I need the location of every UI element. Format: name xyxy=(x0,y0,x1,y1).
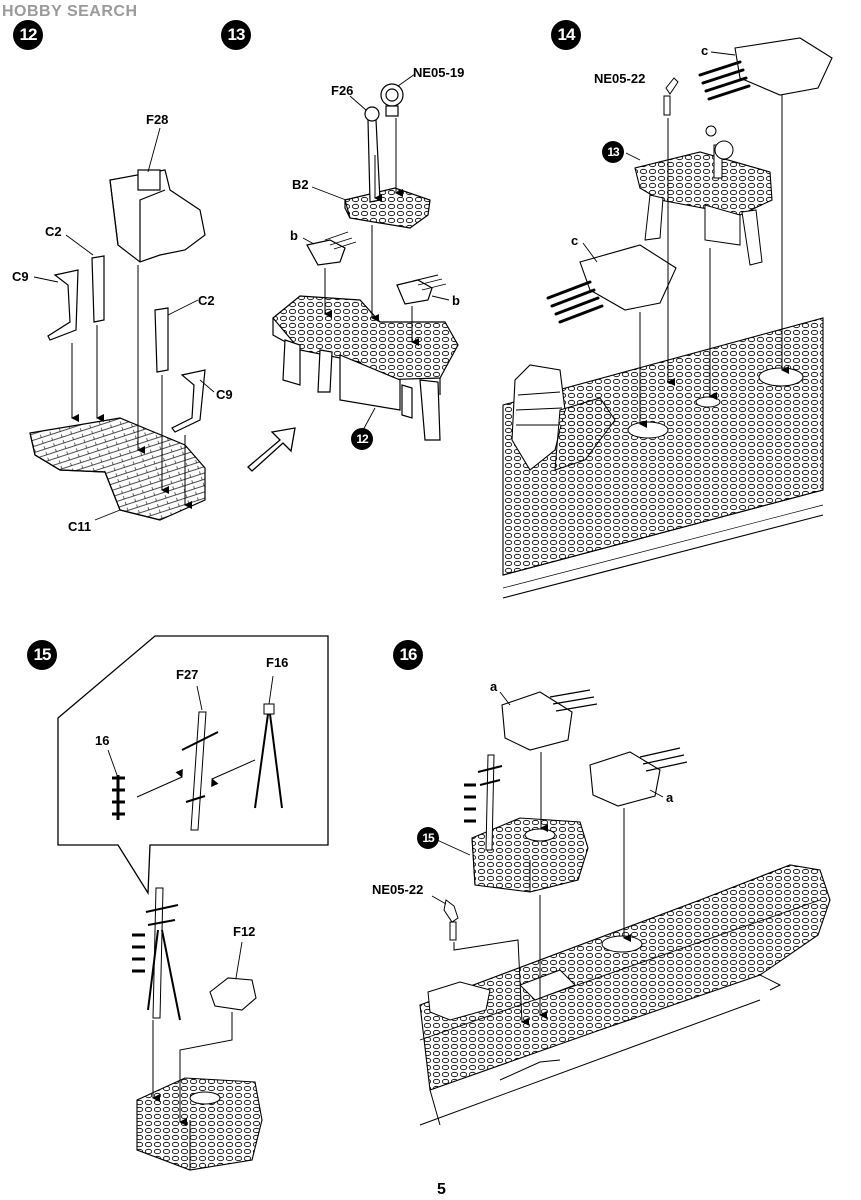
label-f16: F16 xyxy=(266,655,289,670)
label-c9-right: C9 xyxy=(216,387,233,402)
step-number-13: 13 xyxy=(221,20,251,50)
part-ne05-22-14 xyxy=(663,77,679,116)
part-f28 xyxy=(109,169,206,263)
label-c-lower: c xyxy=(571,233,579,248)
bridge-16 xyxy=(471,817,589,893)
label-c11: C11 xyxy=(68,519,92,534)
step-ref-15: 15 xyxy=(417,827,439,849)
part-f27 xyxy=(190,711,207,831)
step-16-group xyxy=(419,689,831,1126)
turret-ring-3 xyxy=(758,367,804,387)
part-c2-right xyxy=(154,307,169,373)
label-b-right: b xyxy=(452,293,460,308)
part-ne05-22-16 xyxy=(443,899,459,941)
part-f16 xyxy=(263,703,275,715)
label-ne05-22-14: NE05-22 xyxy=(594,71,646,86)
step-number-16: 16 xyxy=(393,640,423,670)
bridge-base-15 xyxy=(136,1077,263,1171)
label-c2-right: C2 xyxy=(198,293,215,308)
turret-c-upper xyxy=(734,37,833,96)
step-15-group xyxy=(57,635,329,1171)
label-c-upper: c xyxy=(701,43,709,58)
label-f28: F28 xyxy=(146,112,169,127)
part-b-small-left xyxy=(306,239,346,266)
label-a-upper: a xyxy=(490,679,498,694)
step-number-12: 12 xyxy=(13,20,43,50)
label-ne05-22-16: NE05-22 xyxy=(372,882,424,897)
part-b2 xyxy=(344,187,431,229)
step-13-group xyxy=(272,73,459,441)
label-f26: F26 xyxy=(331,83,354,98)
callout-box-15 xyxy=(57,635,329,896)
label-f12: F12 xyxy=(233,924,256,939)
label-ne05-19: NE05-19 xyxy=(413,65,465,80)
label-b2: B2 xyxy=(292,177,309,192)
hull-16 xyxy=(419,864,831,1091)
label-a-right: a xyxy=(666,790,674,805)
page-number: 5 xyxy=(437,1181,446,1198)
part-c2-left xyxy=(91,255,105,323)
step-number-14: 14 xyxy=(551,20,581,50)
watermark-logo: HOBBY SEARCH xyxy=(2,3,138,20)
part-f26 xyxy=(367,119,381,203)
step-14-group xyxy=(502,37,833,599)
direction-arrow-icon xyxy=(247,427,296,472)
part-f12 xyxy=(209,977,257,1011)
step-12-group xyxy=(29,127,215,521)
bridge-assembly-14 xyxy=(634,151,773,216)
label-f27: F27 xyxy=(176,667,199,682)
step-ref-13: 13 xyxy=(602,141,624,163)
turret-a-right xyxy=(589,751,661,807)
part-b-small-right xyxy=(396,279,433,305)
label-c9-left: C9 xyxy=(12,269,29,284)
turret-ring-2 xyxy=(695,396,721,408)
part-16 xyxy=(112,775,125,820)
part-c9-right xyxy=(171,369,206,433)
label-c2-left: C2 xyxy=(45,224,62,239)
turret-a-upper xyxy=(501,691,573,751)
turret-ring-1 xyxy=(627,421,669,439)
part-c9-left xyxy=(47,269,79,341)
label-16: 16 xyxy=(95,733,110,748)
step-ref-12: 12 xyxy=(351,428,373,450)
label-b-left: b xyxy=(290,228,298,243)
step-number-15: 15 xyxy=(27,640,57,670)
